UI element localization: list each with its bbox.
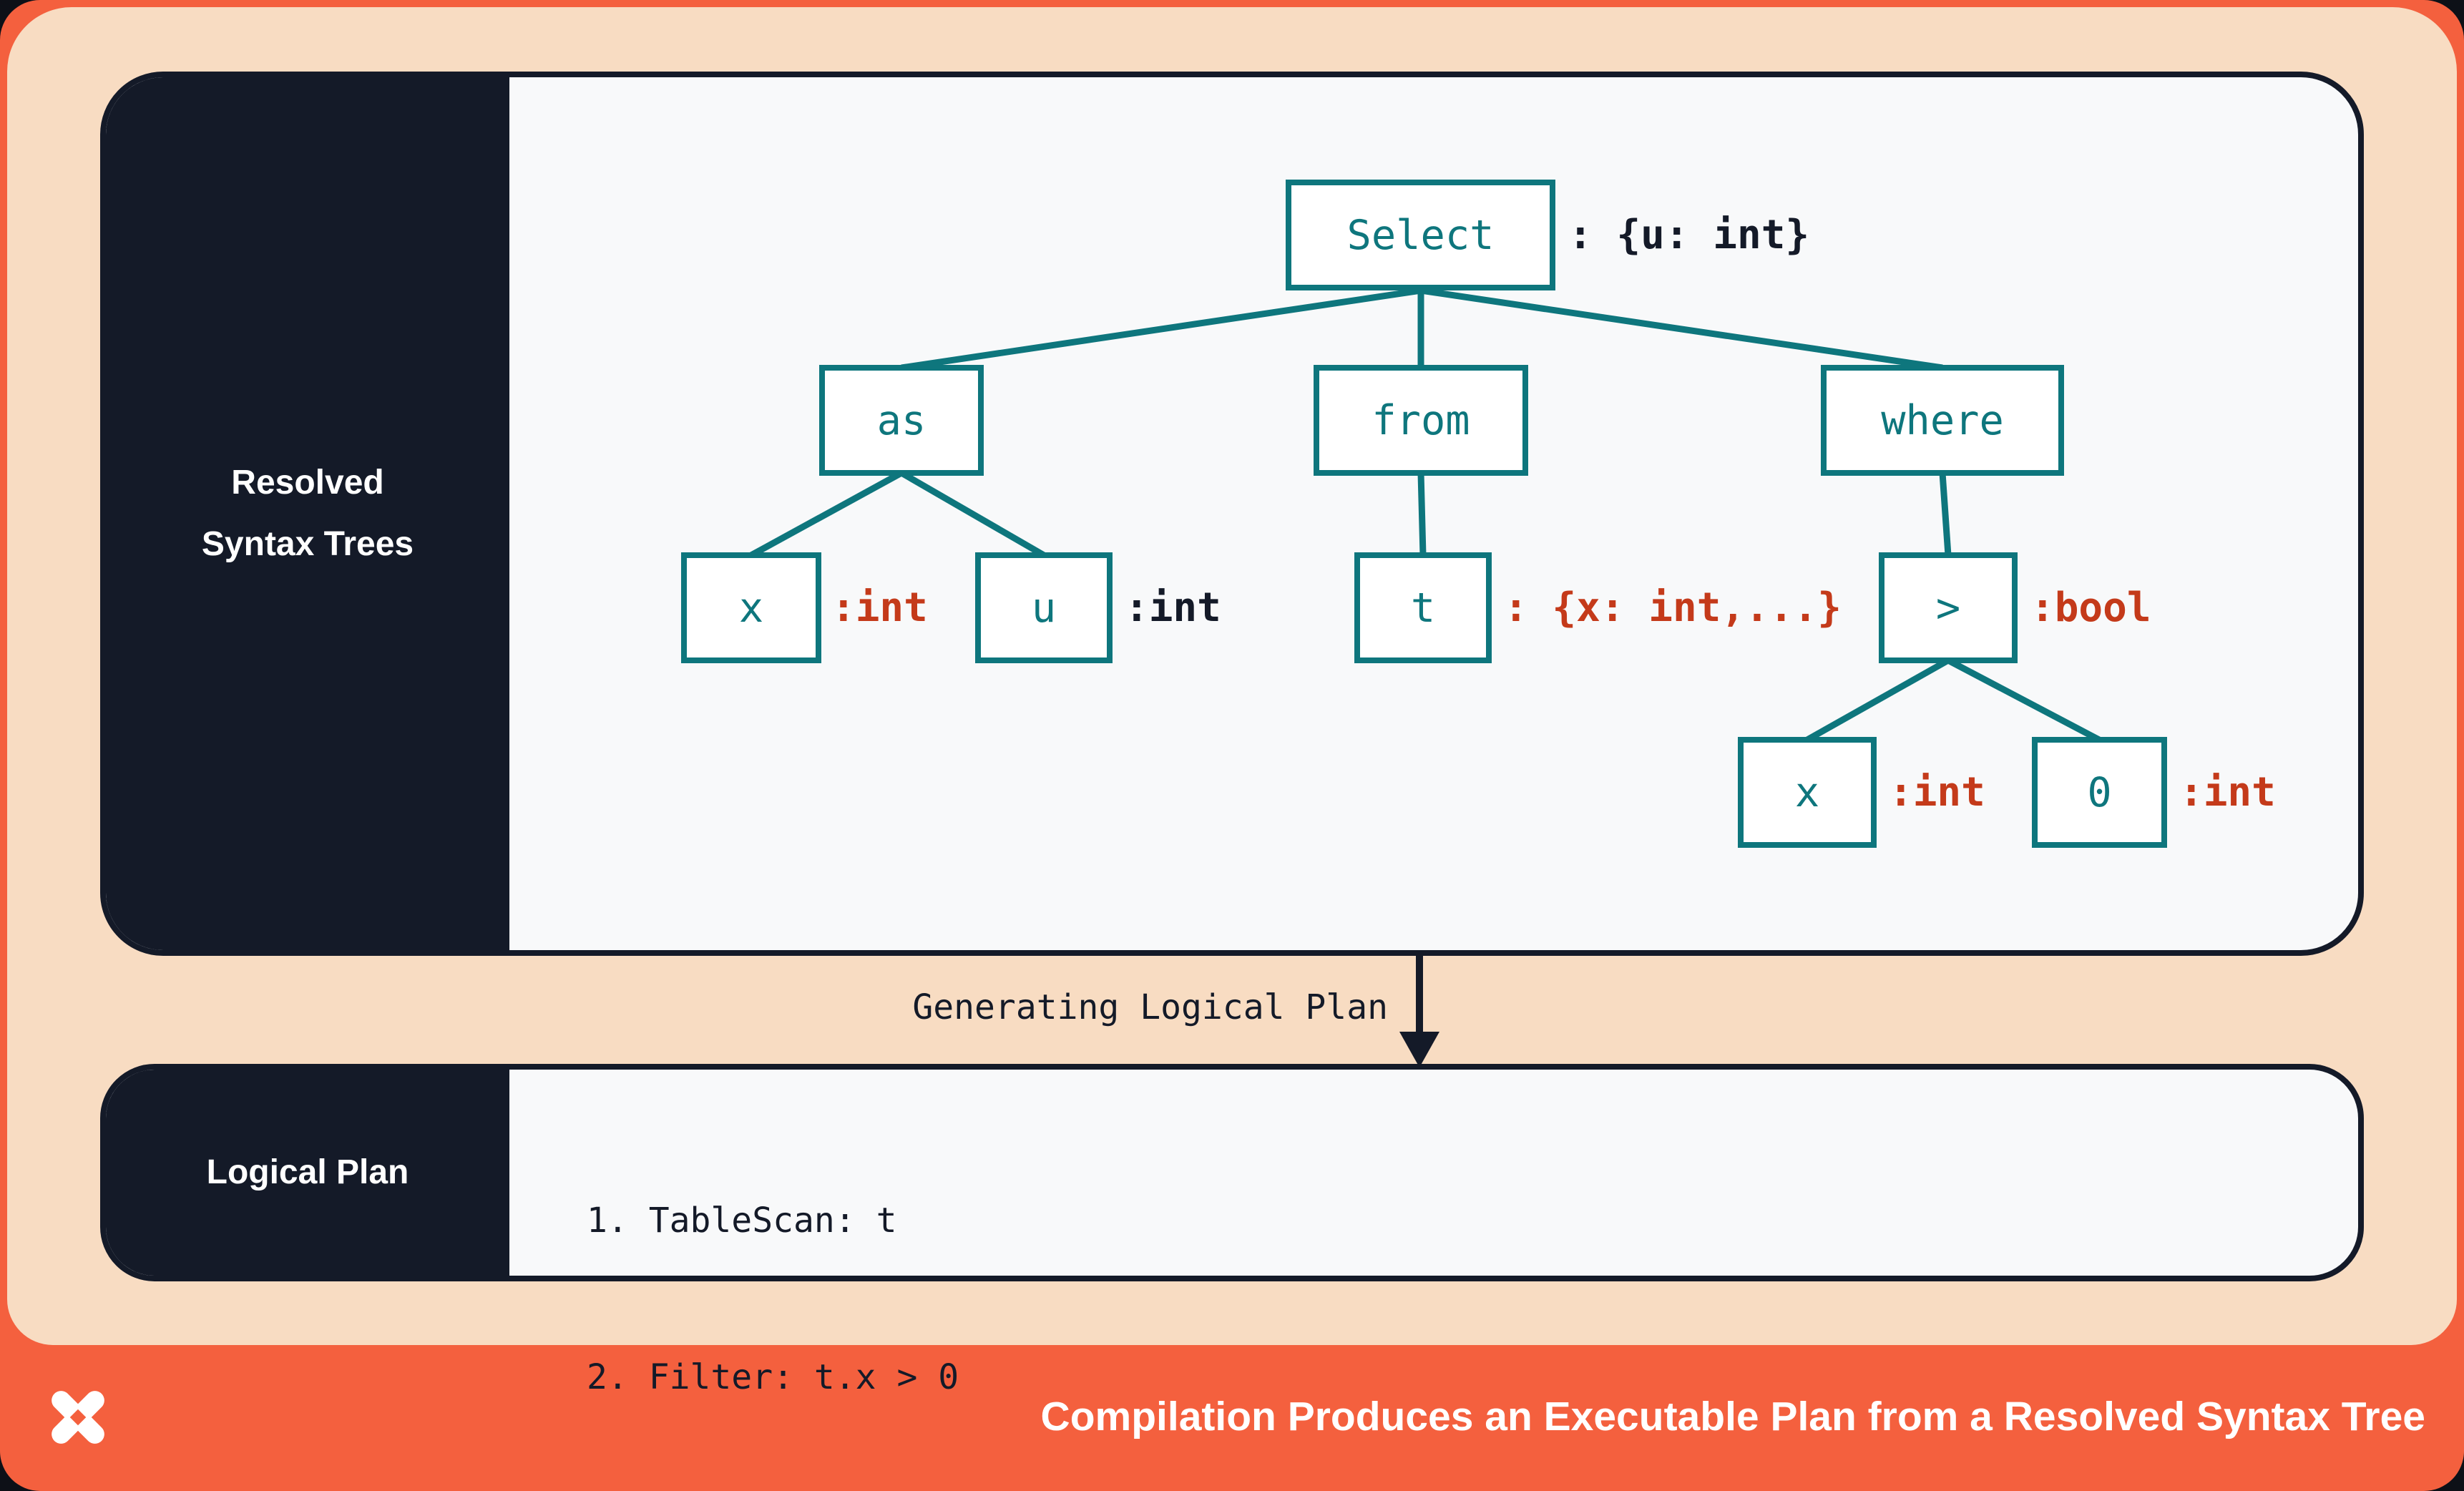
tree-node-t-label: t bbox=[1410, 584, 1436, 632]
tree-node-u-type: :int bbox=[1125, 585, 1221, 631]
logical-plan-panel: Logical Plan bbox=[100, 1064, 2364, 1281]
logical-panel-title: Logical Plan bbox=[206, 1153, 409, 1191]
tree-node-from-label: from bbox=[1372, 396, 1470, 444]
tree-node-as-label: as bbox=[876, 396, 927, 444]
resolved-syntax-trees-panel: Resolved Syntax Trees bbox=[100, 72, 2364, 956]
tree-node-as: as bbox=[819, 365, 984, 476]
tree-node-from: from bbox=[1314, 365, 1528, 476]
tree-node-x-operand-type: :int bbox=[1889, 769, 1985, 816]
tree-node-t-type: : {x: int,...} bbox=[1504, 585, 1842, 631]
four-point-star-logo-icon bbox=[52, 1391, 104, 1444]
tree-node-x-alias-label: x bbox=[738, 584, 764, 632]
tree-node-x-alias: x bbox=[681, 552, 821, 663]
tree-node-select: Select bbox=[1286, 180, 1555, 290]
tree-node-select-type: : {u: int} bbox=[1568, 212, 1810, 258]
tree-node-where: where bbox=[1821, 365, 2064, 476]
tree-node-gt-label: > bbox=[1935, 584, 1961, 632]
tree-node-t: t bbox=[1354, 552, 1492, 663]
tree-node-u: u bbox=[975, 552, 1113, 663]
logical-plan-steps: 1. TableScan: t 2. Filter: t.x > 0 3. Pr… bbox=[587, 1090, 1062, 1491]
transition-label: Generating Logical Plan bbox=[912, 987, 1388, 1027]
tree-node-gt-type: :bool bbox=[2030, 585, 2151, 631]
tree-node-where-label: where bbox=[1881, 396, 2004, 444]
tree-node-zero-type: :int bbox=[2179, 769, 2276, 816]
tree-node-x-operand: x bbox=[1738, 737, 1877, 848]
tree-node-x-alias-type: :int bbox=[831, 585, 928, 631]
logical-plan-step: 1. TableScan: t bbox=[587, 1201, 897, 1241]
resolved-panel-sidebar: Resolved Syntax Trees bbox=[106, 77, 509, 950]
tree-node-zero-label: 0 bbox=[2087, 768, 2112, 816]
logical-plan-step: 2. Filter: t.x > 0 bbox=[587, 1357, 959, 1397]
tree-node-gt: > bbox=[1879, 552, 2018, 663]
logical-panel-sidebar: Logical Plan bbox=[106, 1070, 509, 1276]
tree-node-zero: 0 bbox=[2032, 737, 2167, 848]
footer-title: Compilation Produces an Executable Plan … bbox=[1040, 1394, 2425, 1439]
tree-node-x-operand-label: x bbox=[1794, 768, 1820, 816]
tree-node-select-label: Select bbox=[1346, 211, 1495, 259]
tree-node-u-label: u bbox=[1031, 584, 1057, 632]
resolved-panel-title: Resolved Syntax Trees bbox=[201, 464, 414, 563]
